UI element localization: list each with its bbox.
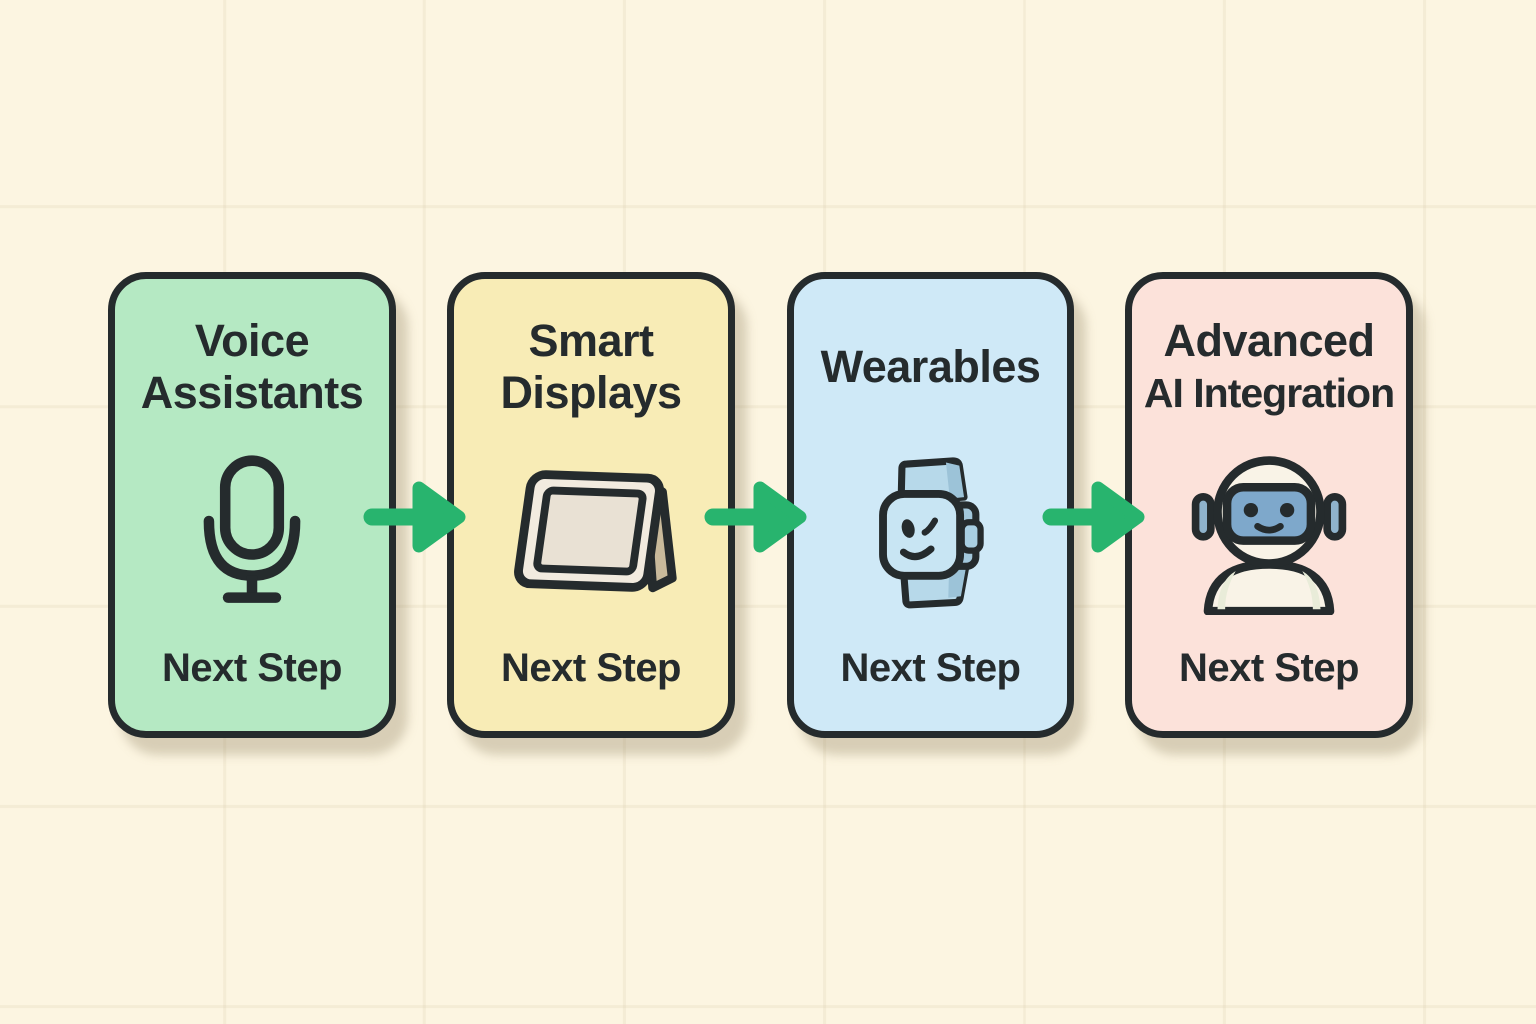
step-card-smart-displays: Smart Displays Next Step	[447, 272, 735, 738]
card-title: Voice Assistants	[141, 315, 364, 419]
smartwatch-icon	[878, 457, 984, 609]
robot-icon	[1191, 455, 1347, 615]
step-card-advanced-ai-integration: Advanced AI Integration Next Step	[1125, 272, 1413, 738]
card-title-line: Voice	[194, 315, 310, 366]
step-card-voice-assistants: Voice Assistants Next Step	[108, 272, 396, 738]
next-step-label: Next Step	[840, 646, 1022, 690]
card-icon-zone	[1189, 419, 1349, 646]
next-step-label: Next Step	[1179, 646, 1360, 690]
card-icon-zone	[498, 419, 684, 646]
card-title-line: Wearables	[820, 341, 1041, 392]
arrow-right-icon	[704, 481, 807, 553]
card-title-line: Displays	[500, 367, 682, 418]
card-title: Smart Displays	[500, 315, 682, 419]
card-title: Wearables	[821, 315, 1041, 419]
card-title-line: Assistants	[140, 367, 364, 418]
card-title: Advanced AI Integration	[1143, 315, 1395, 419]
arrow-right-icon	[363, 481, 466, 553]
card-title-line: Advanced	[1163, 315, 1375, 366]
card-title-line: AI Integration	[1143, 370, 1395, 416]
card-title-line: Smart	[528, 315, 654, 366]
step-card-wearables: Wearables Next Step	[787, 272, 1074, 738]
smart-display-icon	[514, 469, 677, 592]
card-icon-zone	[203, 419, 301, 646]
next-step-label: Next Step	[162, 646, 343, 690]
arrow-right-icon	[1042, 481, 1145, 553]
next-step-label: Next Step	[501, 646, 682, 690]
card-icon-zone	[872, 419, 990, 646]
microphone-icon	[203, 454, 301, 603]
